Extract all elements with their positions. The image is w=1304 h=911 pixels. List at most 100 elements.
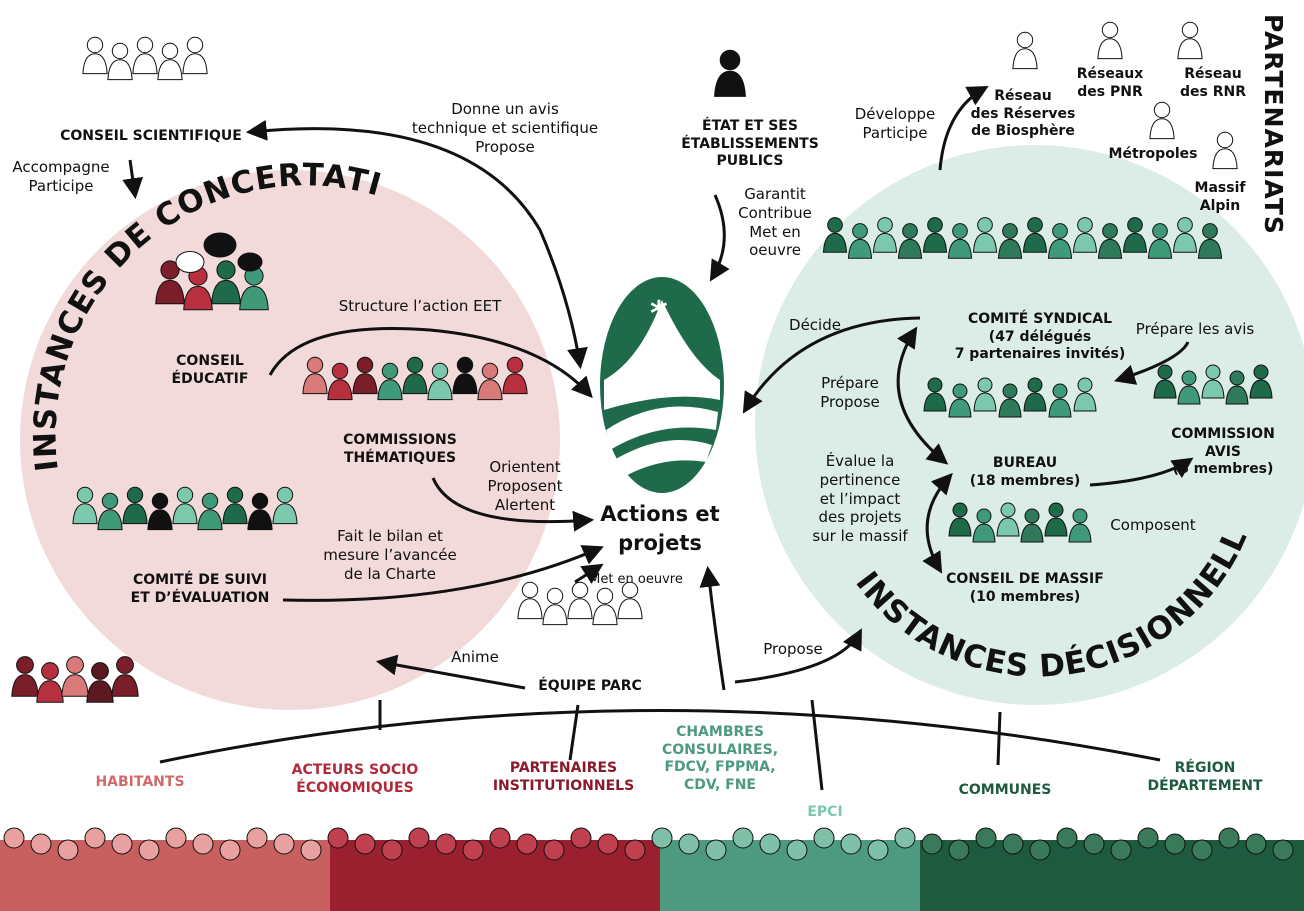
person-portrait-icon	[1097, 21, 1123, 60]
person-head	[1072, 508, 1088, 524]
crowd-head	[1218, 827, 1240, 849]
crowd-head	[1272, 839, 1294, 861]
person-head	[571, 581, 589, 599]
crowd-head	[840, 833, 862, 855]
speech-bubble-icon	[175, 251, 205, 273]
crowd-head	[165, 827, 187, 849]
person-body	[247, 509, 273, 531]
crowd-head	[894, 827, 916, 849]
person-head	[1202, 223, 1218, 239]
person-body	[197, 509, 223, 531]
person-head	[201, 492, 219, 510]
person-head	[186, 36, 204, 54]
met-en-oeuvre-label: Met en oeuvre	[589, 572, 683, 587]
person-body	[61, 674, 89, 697]
crowd-head	[111, 833, 133, 855]
crowd-head	[1029, 839, 1051, 861]
person-head	[431, 362, 449, 380]
person-body	[592, 604, 618, 626]
equipe-parc-label: ÉQUIPE PARC	[538, 678, 642, 694]
crowd-head	[1164, 833, 1186, 855]
person-body	[272, 503, 298, 525]
person-body	[567, 598, 593, 620]
group-epci: EPCI	[807, 804, 843, 820]
person-body	[1147, 238, 1173, 259]
crowd-head	[948, 839, 970, 861]
person-head	[111, 42, 129, 60]
person-body	[1212, 148, 1238, 170]
person-body	[996, 517, 1020, 537]
person-body	[1073, 392, 1097, 412]
crowd-head	[381, 839, 403, 861]
person-body	[72, 503, 98, 525]
crowd-head	[759, 833, 781, 855]
person-head	[719, 49, 741, 71]
crowd-head	[327, 827, 349, 849]
person-head	[1002, 383, 1018, 399]
person-body	[972, 232, 998, 253]
person-body	[1149, 118, 1175, 140]
person-body	[11, 674, 39, 697]
person-head	[1229, 370, 1245, 386]
person-body	[1172, 232, 1198, 253]
person-body	[714, 70, 746, 97]
person-head	[136, 36, 154, 54]
crowd-head	[921, 833, 943, 855]
person-body	[182, 53, 208, 75]
person-portrait-icon	[1177, 21, 1203, 60]
park-logo-icon: *	[600, 277, 724, 493]
person-head	[952, 502, 968, 518]
person-head	[66, 656, 84, 674]
person-head	[126, 486, 144, 504]
person-body	[948, 398, 972, 418]
crowd-head	[1110, 839, 1132, 861]
person-head	[1102, 223, 1118, 239]
person-body	[922, 232, 948, 253]
person-body	[1153, 379, 1177, 399]
crowd-head	[516, 833, 538, 855]
person-head	[1024, 508, 1040, 524]
person-body	[872, 232, 898, 253]
partner-metropoles: Métropoles	[1108, 146, 1198, 162]
crowd-head	[786, 839, 808, 861]
group-communes: COMMUNES	[958, 782, 1052, 798]
crowd-head	[678, 833, 700, 855]
person-body	[1012, 48, 1038, 70]
person-head	[927, 377, 943, 393]
person-head	[1177, 217, 1193, 233]
crowd-head	[435, 833, 457, 855]
center-actions-label: Actions et projets	[600, 502, 720, 556]
person-body	[36, 680, 64, 703]
person-body	[1072, 232, 1098, 253]
person-head	[1181, 370, 1197, 386]
crowd-head	[1056, 827, 1078, 849]
person-head	[176, 486, 194, 504]
crowd-head	[489, 827, 511, 849]
person-body	[1047, 238, 1073, 259]
person-body	[997, 238, 1023, 259]
person-head	[852, 223, 868, 239]
person-head	[1016, 31, 1034, 49]
crowd-head	[3, 827, 25, 849]
crowd-head	[543, 839, 565, 861]
crowd-head	[84, 827, 106, 849]
person-body	[502, 373, 528, 395]
person-body	[157, 59, 183, 81]
person-body	[542, 604, 568, 626]
person-head	[151, 492, 169, 510]
person-body	[998, 398, 1022, 418]
person-body	[973, 392, 997, 412]
person-body	[1177, 385, 1201, 405]
propose-label: Propose	[763, 640, 823, 658]
person-head	[116, 656, 134, 674]
